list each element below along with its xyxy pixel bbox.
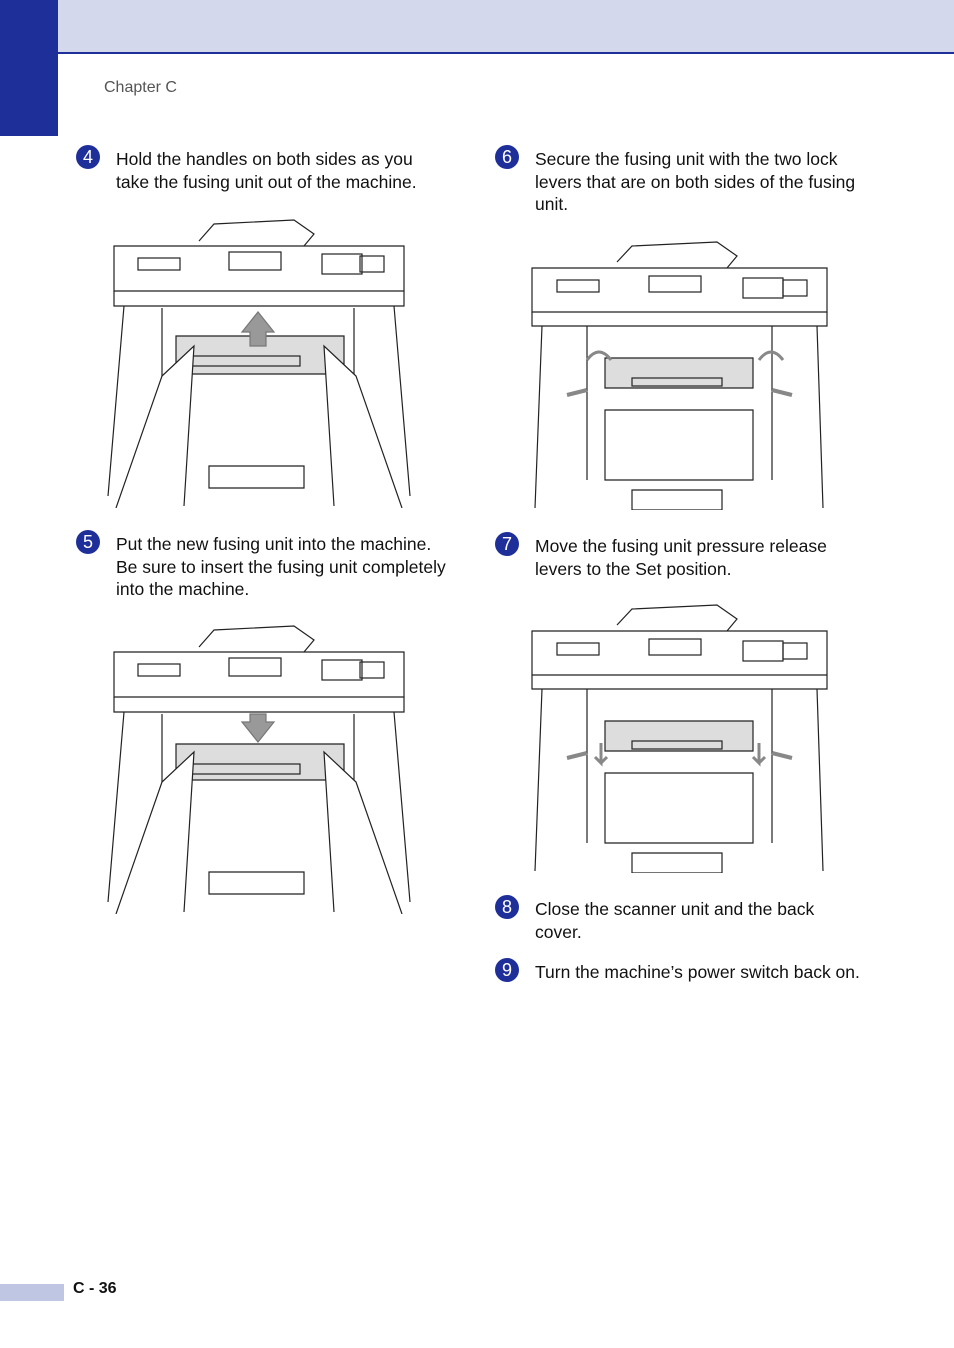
step-text: Close the scanner unit and the back cove… [535,899,815,942]
step-text: Put the new fusing unit into the machine… [116,534,446,599]
header-band [0,0,954,54]
step-number: 5 [76,530,100,554]
step-text: Secure the fusing unit with the two lock… [535,149,856,214]
step-number: 9 [495,958,519,982]
step-text: Turn the machine’s power switch back on. [535,962,860,982]
step-number: 8 [495,895,519,919]
figure-insert-fuser [104,622,414,914]
page-number: C - 36 [73,1280,117,1297]
step-number: 6 [495,145,519,169]
chapter-tab [0,0,58,136]
step-text: Move the fusing unit pressure release le… [535,536,827,579]
step-number: 7 [495,532,519,556]
chapter-label: Chapter C [104,79,177,96]
step-text: Hold the handles on both sides as you ta… [116,149,417,192]
figure-lock-levers [527,240,832,510]
footer-bar [0,1284,64,1301]
figure-remove-fuser [104,216,414,508]
step-number: 4 [76,145,100,169]
figure-release-levers [527,603,832,873]
